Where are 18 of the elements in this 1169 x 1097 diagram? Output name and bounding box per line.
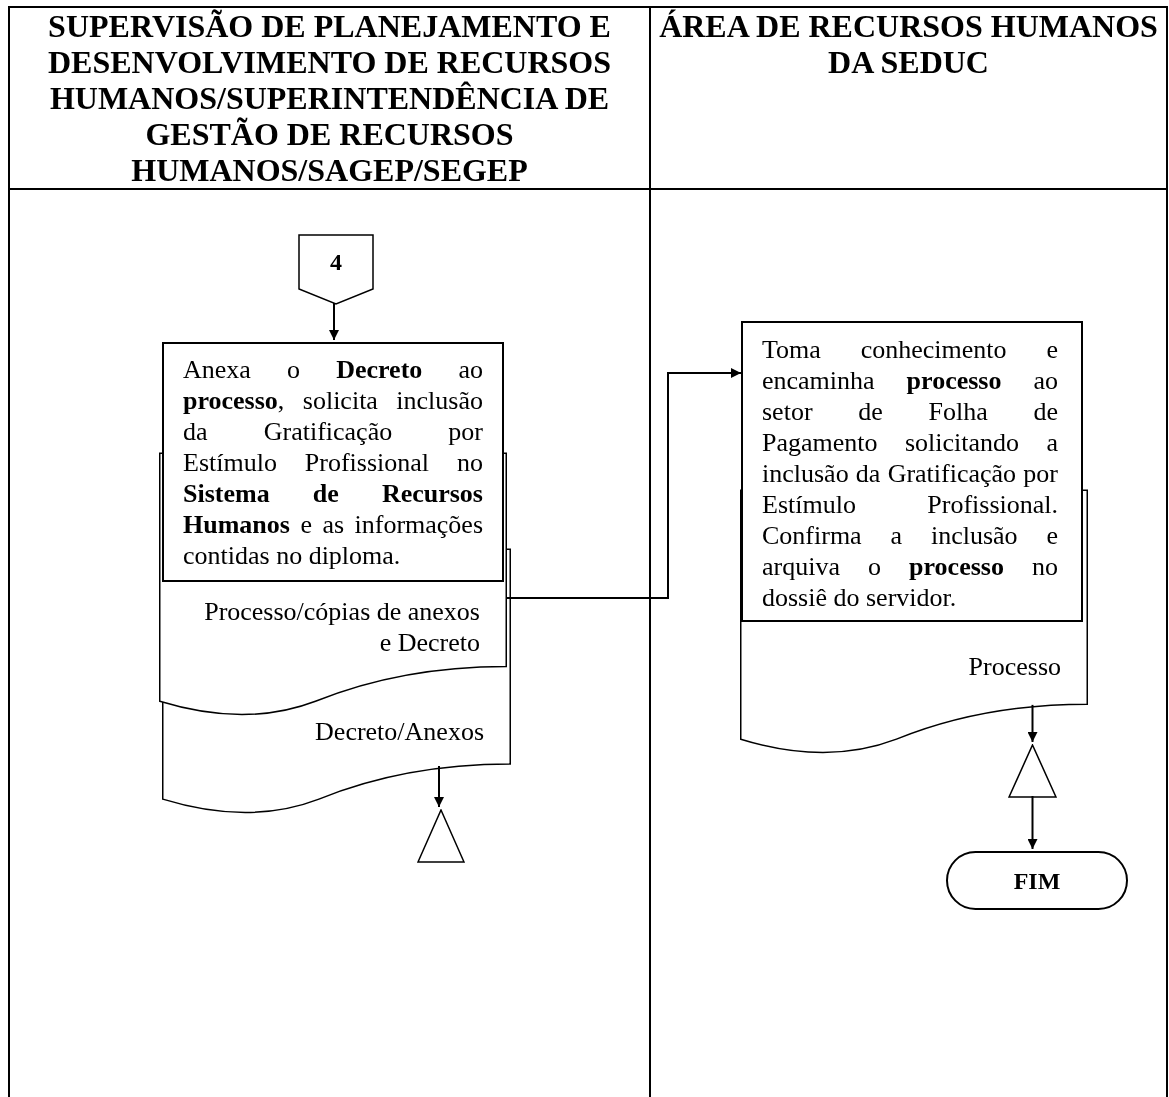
- connector-number: 4: [330, 248, 342, 276]
- document-label: Decreto/Anexos: [314, 716, 484, 747]
- swimlane: [651, 6, 1168, 1097]
- document-label: Processo: [967, 651, 1061, 682]
- terminator-label: FIM: [1013, 866, 1061, 896]
- arrow: [505, 368, 742, 599]
- arrow: [329, 302, 339, 341]
- process-box: [162, 342, 504, 582]
- lane-header: SUPERVISÃO DE PLANEJAMENTO E DESENVOLVIMENTO DE RECURSOS HUMANOS/SUPERINTENDÊNCIA DE GESTÃO DE RECURSOS HUMANOS/SAGEP/SEGEP: [10, 8, 649, 190]
- lane-header: ÁREA DE RECURSOS HUMANOS DA SEDUC: [651, 8, 1166, 190]
- arrow: [1027, 703, 1038, 743]
- arrow: [434, 765, 444, 808]
- swimlane: [8, 6, 651, 1097]
- process-box: [741, 321, 1083, 622]
- arrow: [1027, 795, 1038, 850]
- process-text: Toma conhecimento e encaminha processo ao setor de Folha de Pagamento solicitando a inclusão da Gratificação por Estímulo Profissional. Confirma a inclusão e arquiva o processo no dossiê do servidor.: [762, 334, 1058, 613]
- document-label: Processo/cópias de anexos e Decreto: [203, 596, 480, 658]
- process-text: Anexa o Decreto ao processo, solicita inclusão da Gratificação por Estímulo Profissional no Sistema de Recursos Humanos e as informações contidas no diploma.: [183, 354, 483, 571]
